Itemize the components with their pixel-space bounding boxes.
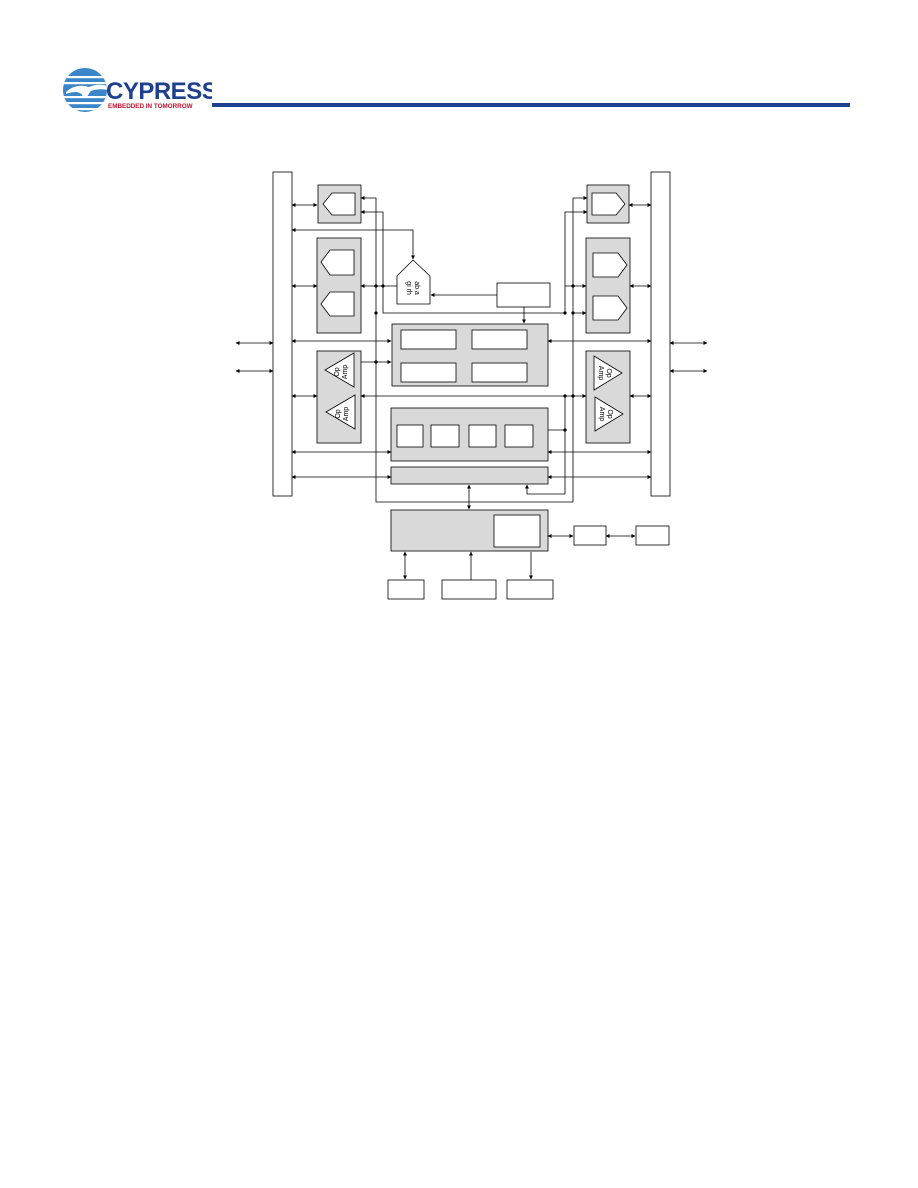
right-external-io [669, 341, 708, 373]
bottom-main-block [390, 509, 549, 552]
cypress-logo: CYPRESS EMBEDDED IN TOMORROW [63, 68, 212, 112]
opamp-label-amp: Amp [598, 407, 605, 422]
left-opamp-block: Op Amp Op Amp [316, 350, 362, 444]
reference-block [496, 282, 551, 308]
right-bottom-block-1 [573, 525, 607, 546]
pentagon-text: ab a [413, 281, 420, 295]
opamp-triangle [594, 396, 624, 432]
opamp-label-op: Op [606, 409, 613, 418]
left-analog-bus [272, 171, 293, 497]
left-dual-comparator-block [316, 237, 362, 334]
junction-dots [374, 284, 575, 432]
bottom-block-3 [506, 579, 554, 600]
left-external-io [235, 341, 274, 373]
opamp-label-amp: Amp [343, 407, 350, 422]
right-dual-comparator-block [585, 237, 631, 334]
left-comparator-block [317, 184, 362, 224]
connection-lines [291, 196, 652, 580]
opamp-triangle [325, 394, 356, 430]
globe-icon [63, 68, 107, 112]
opamp-label-op: Op [334, 367, 341, 376]
bottom-block-1 [387, 579, 425, 600]
opamp-label-op: Op [605, 368, 612, 377]
right-opamp-block: Op Amp Op Amp [585, 350, 631, 444]
center-lower-block [390, 407, 549, 462]
right-analog-bus [650, 171, 671, 497]
center-upper-block [391, 323, 549, 387]
center-bus-bar [390, 466, 549, 485]
header-rule [212, 103, 850, 107]
brand-name: CYPRESS [106, 78, 212, 105]
right-comparator-block [586, 184, 630, 224]
bottom-block-2 [441, 579, 497, 600]
opamp-label-amp: Amp [597, 366, 604, 381]
pentagon-text: gi rh [405, 281, 412, 295]
center-pentagon-element: gi rh ab a [396, 259, 431, 305]
opamp-triangle [324, 352, 355, 388]
right-bottom-block-2 [635, 525, 670, 546]
opamp-triangle [593, 355, 623, 391]
brand-tagline: EMBEDDED IN TOMORROW [108, 103, 193, 110]
opamp-label-amp: Amp [342, 365, 349, 380]
opamp-label-op: Op [335, 409, 342, 418]
